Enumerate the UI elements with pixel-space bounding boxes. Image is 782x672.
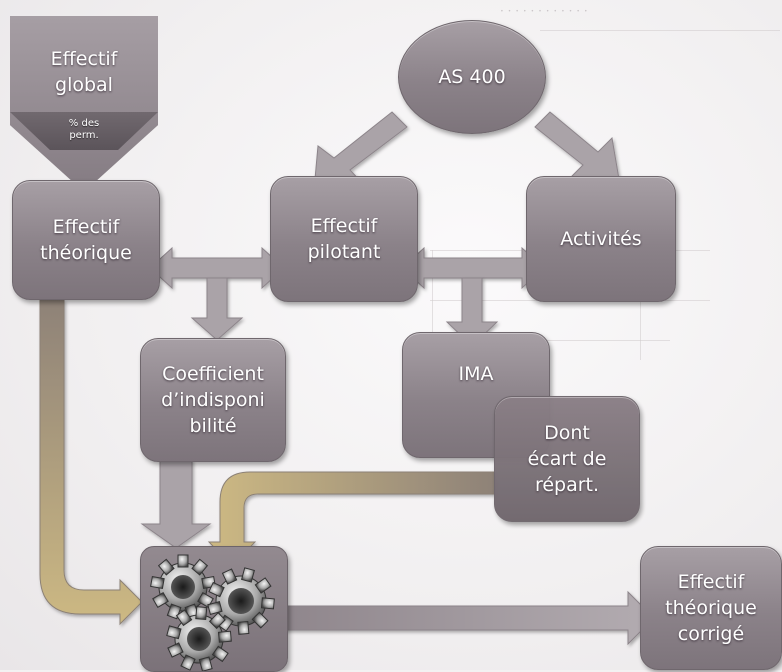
- process-box: [140, 546, 288, 672]
- scan-line: [540, 30, 780, 31]
- activites-label: Activités: [560, 228, 642, 250]
- effectif-pilotant-line1: Effectif: [310, 215, 378, 237]
- effectif-theorique-node: Effectif théorique: [12, 180, 160, 300]
- percent-perm-line1: % des: [68, 118, 100, 129]
- activites-node: Activités: [526, 176, 676, 302]
- scan-line: [640, 250, 641, 360]
- percent-perm-line2: perm.: [69, 130, 99, 141]
- dont-ecart-node: Dont écart de répart.: [494, 396, 640, 522]
- arrow-as400-to-activites: [534, 111, 621, 186]
- effectif-corrige-node: Effectif théorique corrigé: [640, 546, 782, 670]
- gear-right: [207, 567, 275, 635]
- dont-ecart-line2: écart de: [527, 448, 607, 470]
- effectif-corrige-line3: corrigé: [677, 623, 745, 645]
- coefficient-line2: d’indisponi: [161, 389, 265, 411]
- effectif-corrige-line2: théorique: [665, 597, 757, 619]
- arrow-to-coefficient: [190, 277, 244, 341]
- scan-line: [430, 340, 670, 341]
- effectif-pilotant-node: Effectif pilotant: [270, 176, 418, 302]
- dont-ecart-line3: répart.: [534, 474, 600, 496]
- gear-bottom: [166, 606, 232, 671]
- arrow-gears-to-corrige: [283, 590, 655, 646]
- effectif-global-line1: Effectif: [50, 48, 118, 70]
- gear-top-left: [150, 554, 216, 620]
- arrow-coefficient-to-gears: [140, 459, 212, 549]
- coefficient-node: Coefficient d’indisponi bilité: [140, 338, 286, 462]
- as400-node: AS 400: [398, 20, 546, 134]
- ima-label: IMA: [458, 363, 494, 385]
- coefficient-line1: Coefficient: [162, 363, 264, 385]
- gears-icon: [150, 554, 275, 671]
- coefficient-line3: bilité: [189, 415, 237, 437]
- scan-line: [432, 250, 433, 360]
- effectif-global-label: Effectif global: [10, 44, 158, 100]
- arrow-theorique-to-gears: [39, 299, 143, 626]
- effectif-corrige-line1: Effectif: [677, 571, 745, 593]
- effectif-theorique-line2: théorique: [40, 242, 132, 264]
- scan-artifact: · · · · · · · · · · · ·: [500, 4, 588, 18]
- effectif-pilotant-line2: pilotant: [307, 241, 381, 263]
- as400-label: AS 400: [438, 66, 506, 88]
- effectif-global-line2: global: [55, 74, 113, 96]
- percent-perm-label: % des perm.: [54, 118, 114, 142]
- effectif-theorique-line1: Effectif: [52, 216, 120, 238]
- dont-ecart-line1: Dont: [544, 422, 590, 444]
